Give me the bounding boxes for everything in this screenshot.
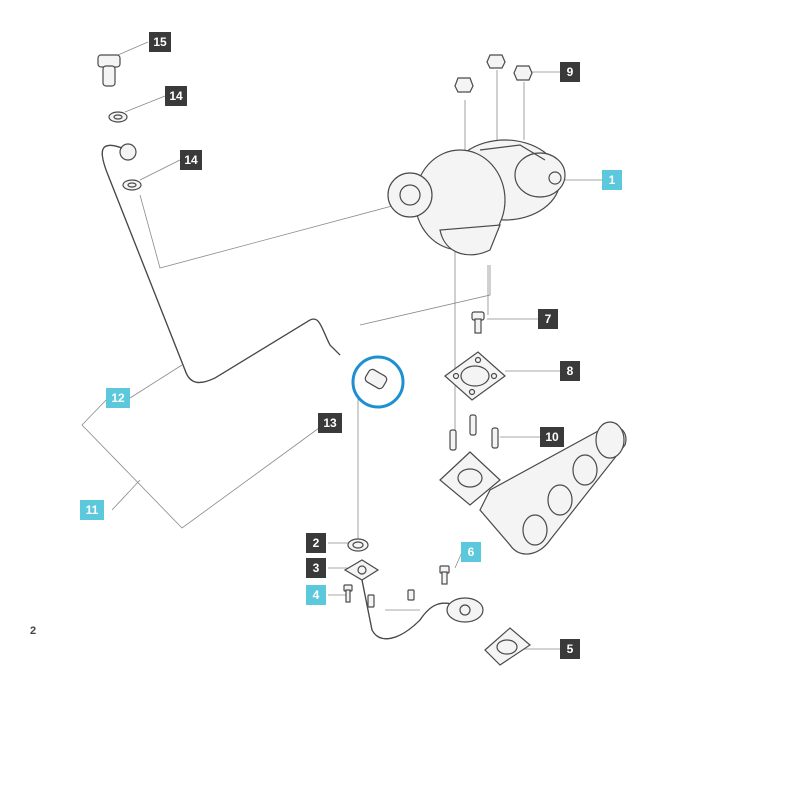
callout-3: 3	[306, 558, 326, 578]
callout-1: 1	[602, 170, 622, 190]
callout-13: 13	[318, 413, 342, 433]
page-number: 2	[30, 625, 37, 637]
callout-9: 9	[560, 62, 580, 82]
svg-text:11: 11	[86, 503, 99, 517]
part-1-turbocharger	[387, 139, 566, 256]
svg-text:8: 8	[567, 364, 574, 378]
part-6-bolt	[407, 565, 450, 601]
part-8-gasket	[444, 351, 506, 401]
svg-text:7: 7	[545, 312, 552, 326]
svg-text:14: 14	[184, 153, 198, 167]
svg-text:10: 10	[545, 430, 559, 444]
part-4-bolt	[343, 584, 375, 608]
part-7-bolt	[471, 311, 485, 334]
callout-10: 10	[540, 427, 564, 447]
callout-6: 6	[461, 542, 481, 562]
callout-4: 4	[306, 585, 326, 605]
callout-8: 8	[560, 361, 580, 381]
part-3-oil-return-pipe	[343, 559, 484, 640]
svg-text:1: 1	[609, 173, 616, 187]
callout-11: 11	[80, 500, 104, 520]
svg-text:14: 14	[169, 89, 183, 103]
part-5-gasket	[484, 627, 531, 666]
svg-text:15: 15	[153, 35, 167, 49]
svg-text:13: 13	[323, 416, 337, 430]
callout-2: 2	[306, 533, 326, 553]
leader-lines	[81, 41, 602, 650]
svg-text:6: 6	[468, 545, 475, 559]
callout-7: 7	[538, 309, 558, 329]
part-15-banjo-bolt	[97, 54, 121, 87]
part-10-studs	[449, 414, 499, 451]
callout-12: 12	[106, 388, 130, 408]
svg-text:5: 5	[567, 642, 574, 656]
svg-text:9: 9	[567, 65, 574, 79]
svg-text:2: 2	[313, 536, 320, 550]
part-9-nuts	[454, 54, 533, 93]
callout-5: 5	[560, 639, 580, 659]
callout-14-upper: 14	[165, 86, 187, 106]
part-12-oil-feed-pipe	[101, 143, 341, 384]
part-13-oil-fitting	[351, 355, 405, 409]
exhaust-manifold	[439, 421, 627, 555]
part-14-washer-lower	[122, 179, 142, 191]
part-2-seal-ring	[347, 538, 369, 552]
svg-text:4: 4	[313, 588, 320, 602]
highlight-ring	[351, 355, 405, 409]
svg-text:12: 12	[111, 391, 125, 405]
svg-text:3: 3	[313, 561, 320, 575]
part-14-washer-upper	[108, 111, 128, 123]
callout-14-lower: 14	[180, 150, 202, 170]
callout-15: 15	[149, 32, 171, 52]
